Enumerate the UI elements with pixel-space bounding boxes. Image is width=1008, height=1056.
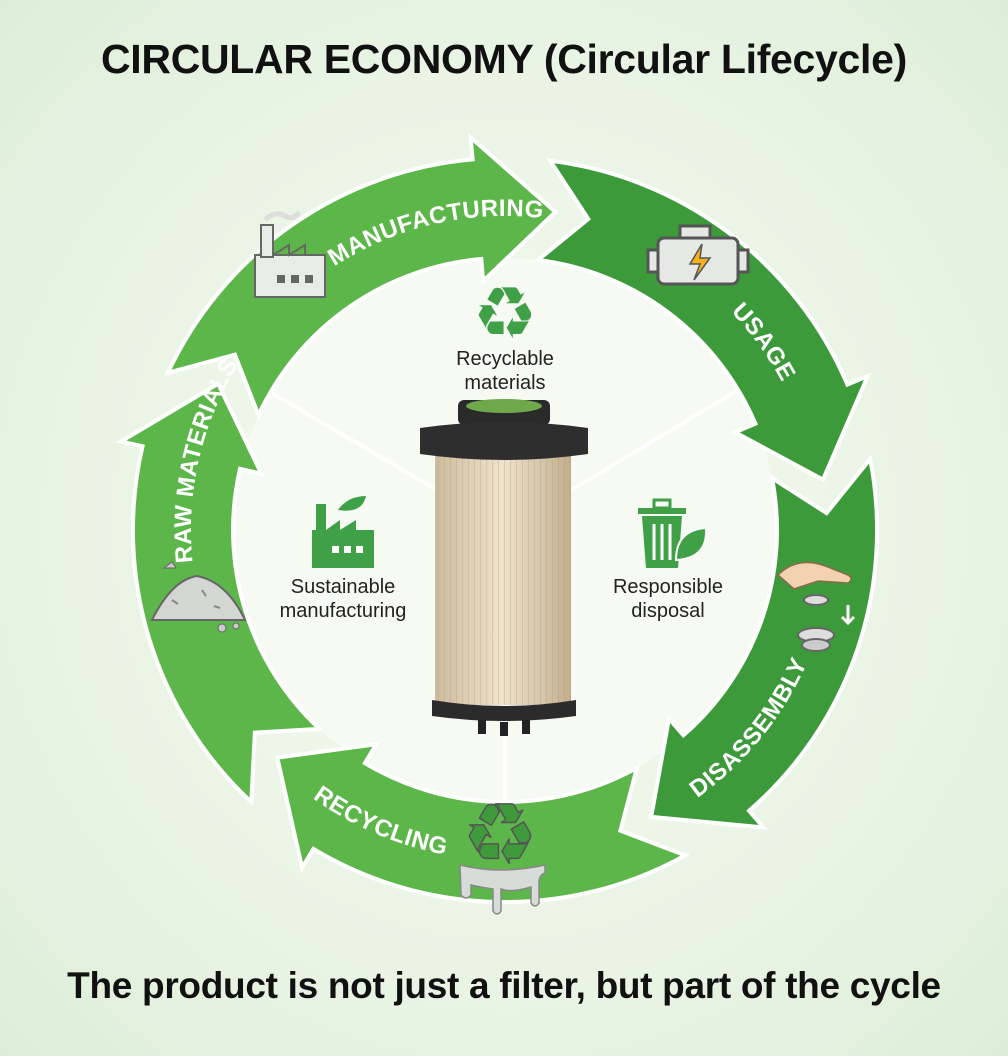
center-label-disposal: Responsible disposal — [613, 576, 723, 622]
trash-leaf-icon — [638, 498, 708, 568]
svg-text:materials: materials — [464, 372, 545, 394]
tagline: The product is not just a filter, but pa… — [67, 965, 941, 1006]
arrow-usage — [533, 158, 872, 483]
svg-text:Sustainable: Sustainable — [291, 576, 396, 598]
eco-factory-icon — [312, 496, 374, 568]
material-pile-icon — [150, 561, 247, 633]
arrow-disassembly — [648, 454, 879, 830]
engine-icon — [646, 224, 750, 286]
svg-text:manufacturing: manufacturing — [280, 600, 407, 622]
center-label-recyclable: Recyclable materials — [456, 348, 554, 394]
fuel-filter-image — [420, 399, 588, 736]
svg-text:Responsible: Responsible — [613, 576, 723, 598]
svg-text:Recyclable: Recyclable — [456, 348, 554, 370]
svg-text:disposal: disposal — [631, 600, 704, 622]
factory-icon — [254, 210, 326, 298]
hand-disassembly-icon — [776, 561, 856, 652]
arrow-recycling — [274, 741, 691, 905]
recycle-icon: ♻ — [473, 271, 538, 355]
page-title: CIRCULAR ECONOMY (Circular Lifecycle) — [100, 36, 908, 82]
svg-text:♻: ♻ — [473, 271, 538, 355]
recycle-melt-icon: ♻ — [459, 784, 546, 915]
arrow-manufacturing — [164, 132, 559, 421]
center-label-sustainable: Sustainable manufacturing — [280, 576, 407, 622]
